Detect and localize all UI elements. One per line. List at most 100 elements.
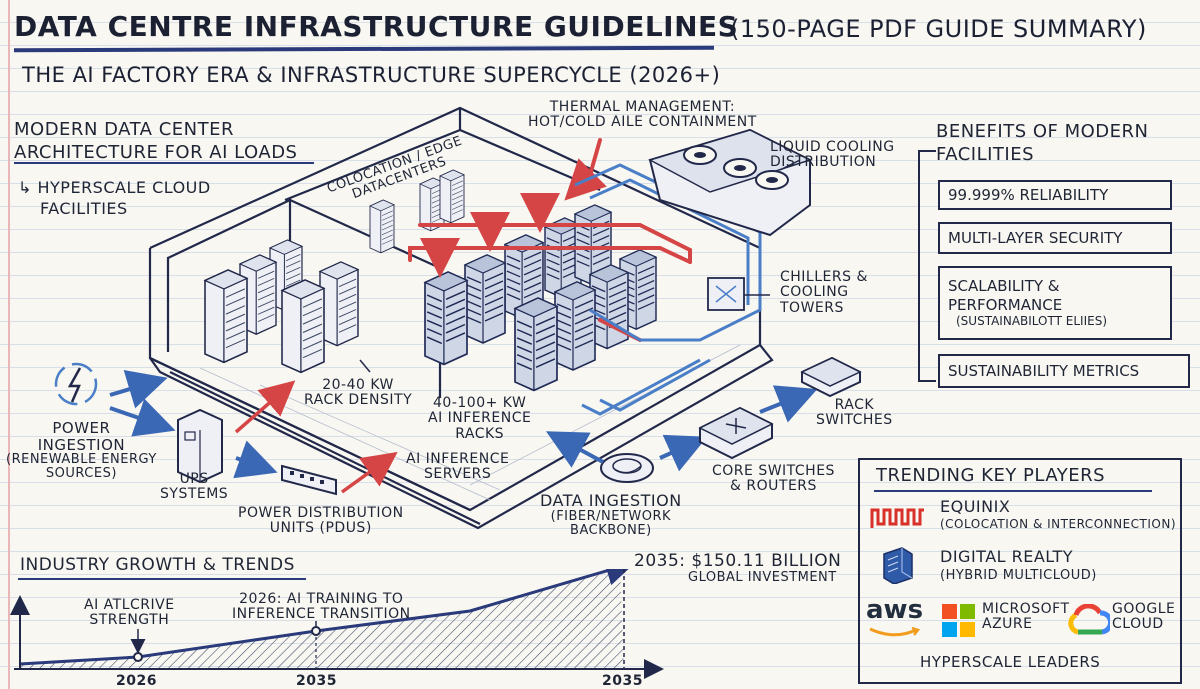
hyperscale-racks bbox=[204, 239, 359, 374]
growth-note2-line2: INFERENCE TRANSITION bbox=[232, 606, 411, 623]
aws-logo-icon: aws bbox=[866, 595, 924, 625]
growth-area bbox=[20, 569, 624, 669]
sub-line2: FACILITIES bbox=[40, 198, 128, 218]
ai-servers-label: AI INFERENCE SERVERS bbox=[406, 451, 510, 483]
ups-label: UPS SYSTEMS bbox=[160, 471, 229, 503]
benefit-sustainability: SUSTAINABILITY METRICS bbox=[938, 354, 1190, 388]
architecture-heading-line1: MODERN DATA CENTER bbox=[14, 119, 234, 140]
power-lightning-icon bbox=[54, 362, 98, 406]
aws-smile-icon bbox=[869, 626, 921, 637]
growth-note1-line1: AI ATLCRIVE bbox=[84, 597, 175, 613]
chillers-line3: TOWERS bbox=[780, 299, 844, 316]
architecture-heading: MODERN DATA CENTER ARCHITECTURE FOR AI L… bbox=[14, 118, 297, 165]
pdu-line2: UNITS (PDUs) bbox=[269, 520, 372, 537]
benefit-security: MULTI-LAYER SECURITY bbox=[938, 222, 1172, 254]
sub-line1: HYPERSCALE CLOUD bbox=[37, 178, 211, 197]
pdu-label: POWER DISTRIBUTION UNITS (PDUs) bbox=[238, 505, 404, 537]
growth-note1: AI ATLCRIVE STRENGTH bbox=[84, 597, 175, 629]
leader-lines bbox=[359, 159, 801, 373]
network-flow-arrows bbox=[545, 385, 818, 472]
growth-milestone-line1: 2035: $150.11 BILLION bbox=[634, 551, 842, 571]
growth-milestone-line2: GLOBAL INVESTMENT bbox=[688, 569, 837, 585]
google-name: GOOGLE CLOUD bbox=[1112, 601, 1175, 633]
rack-switches-line2: SWITCHES bbox=[816, 412, 893, 429]
benefits-heading-line2: FACILITIES bbox=[936, 144, 1035, 166]
axis-label-2035-b: 2035 bbox=[602, 673, 643, 689]
microsoft-name: MICROSOFT AZURE bbox=[982, 601, 1070, 633]
liquid-cooling-line1: LIQUID COOLING bbox=[770, 139, 895, 155]
axis-label-2026: 2026 bbox=[116, 673, 157, 689]
key-players-box bbox=[858, 458, 1182, 684]
ups-line2: SYSTEMS bbox=[160, 486, 229, 503]
inference-racks-label: 40-100+ kW AI INFERENCE RACKS bbox=[428, 395, 531, 442]
page-title: DATA CENTRE INFRASTRUCTURE GUIDELINES bbox=[14, 10, 739, 43]
ai-servers-line2: SERVERS bbox=[424, 466, 492, 483]
timeline-point-transition bbox=[311, 626, 321, 636]
digital-realty-name: DIGITAL REALTY bbox=[940, 547, 1074, 566]
liquid-cooling-label: LIQUID COOLING DISTRIBUTION bbox=[770, 139, 895, 171]
liquid-cooling-line2: DISTRIBUTION bbox=[770, 154, 877, 171]
google-cloud-logo-icon bbox=[1068, 604, 1110, 635]
pdu-strip-icon bbox=[281, 464, 337, 496]
rack-switch-icon bbox=[800, 356, 862, 398]
benefit-security-text: MULTI-LAYER SECURITY bbox=[948, 229, 1123, 247]
ups-line1: UPS bbox=[179, 471, 209, 487]
timeline-point-2026 bbox=[133, 652, 143, 662]
power-line3: (RENEWABLE ENERGY bbox=[6, 452, 157, 467]
power-red-arrows bbox=[234, 380, 398, 494]
rack-density-line2: RACK DENSITY bbox=[304, 392, 413, 409]
cooling-fan-icon bbox=[683, 145, 789, 190]
benefit-reliability-text: 99.999% RELIABILITY bbox=[948, 186, 1109, 204]
benefit-sustainability-text: SUSTAINABILITY METRICS bbox=[948, 362, 1140, 380]
digital-realty-note: (HYBRID MULTICLOUD) bbox=[940, 568, 1097, 583]
benefit-reliability: 99.999% RELIABILITY bbox=[938, 180, 1172, 210]
inference-racks-line3: RACKS bbox=[455, 425, 505, 442]
data-ingestion-line3: BACKBONE) bbox=[570, 522, 652, 538]
thermal-label-line1: THERMAL MANAGEMENT: bbox=[549, 99, 736, 115]
architecture-heading-line2: ARCHITECTURE FOR AI LOADS bbox=[14, 142, 298, 164]
core-switch-icon bbox=[698, 406, 774, 460]
key-players-underline bbox=[874, 490, 1152, 492]
growth-chart bbox=[9, 569, 664, 679]
growth-underline bbox=[18, 578, 306, 580]
equinix-note: (COLOCATION & INTERCONNECTION) bbox=[940, 517, 1177, 531]
benefit-scalability-line2: PERFORMANCE bbox=[948, 295, 1063, 314]
page-subtitle: THE AI FACTORY ERA & INFRASTRUCTURE SUPE… bbox=[22, 63, 721, 87]
microsoft-line2: AZURE bbox=[982, 616, 1033, 633]
growth-note2-line1: 2026: AI TRAINING TO bbox=[239, 591, 404, 607]
ai-servers-line1: AI INFERENCE bbox=[406, 451, 510, 467]
chillers-line1: CHILLERS & bbox=[780, 269, 868, 285]
thermal-label: THERMAL MANAGEMENT: HOT/COLD AILE CONTAI… bbox=[528, 99, 757, 131]
inference-racks-line1: 40-100+ kW bbox=[433, 395, 527, 411]
ups-cabinet-icon bbox=[177, 408, 223, 484]
key-players-heading: TRENDING KEY PLAYERS bbox=[876, 465, 1106, 486]
growth-heading: INDUSTRY GROWTH & TRENDS bbox=[20, 555, 295, 575]
chillers-label: CHILLERS & COOLING TOWERS bbox=[780, 269, 868, 316]
equinix-name: EQUINIX bbox=[940, 497, 1011, 516]
microsoft-logo-icon bbox=[942, 604, 975, 637]
benefits-heading: BENEFITS OF MODERN FACILITIES bbox=[936, 120, 1149, 167]
hyperscale-leaders-label: HYPERSCALE LEADERS bbox=[920, 653, 1101, 671]
ai-inference-racks bbox=[424, 204, 657, 392]
notebook-margin-line bbox=[8, 0, 10, 689]
data-ingestion-label: DATA INGESTION (FIBER/NETWORK BACKBONE) bbox=[540, 492, 682, 538]
power-line1: POWER bbox=[52, 419, 111, 437]
power-flow-arrows bbox=[109, 370, 278, 479]
valve-box-icon bbox=[707, 277, 745, 311]
equinix-logo-icon bbox=[870, 508, 924, 528]
power-ingestion-label: POWER INGESTION (RENEWABLE ENERGY SOURCE… bbox=[6, 420, 157, 482]
core-switches-line1: CORE SWITCHES bbox=[712, 463, 835, 479]
axis-label-2035-a: 2035 bbox=[296, 673, 337, 689]
cooling-tower-unit bbox=[648, 128, 812, 237]
power-line2: INGESTION bbox=[37, 435, 126, 454]
chillers-line2: COOLING bbox=[780, 284, 849, 301]
architecture-underline bbox=[14, 162, 314, 164]
power-line4: SOURCES) bbox=[45, 466, 117, 482]
growth-note1-line2: STRENGTH bbox=[89, 612, 170, 629]
google-line2: CLOUD bbox=[1112, 616, 1164, 633]
benefit-scalability-note: (SUSTAINABILOTT ELIIES) bbox=[956, 314, 1107, 329]
rack-density-label: 20-40 kW RACK DENSITY bbox=[304, 377, 413, 409]
benefit-scalability: SCALABILITY & PERFORMANCE (SUSTAINABILOT… bbox=[938, 266, 1172, 340]
data-ingestion-line1: DATA INGESTION bbox=[540, 491, 682, 510]
fiber-coil-icon bbox=[600, 453, 654, 483]
